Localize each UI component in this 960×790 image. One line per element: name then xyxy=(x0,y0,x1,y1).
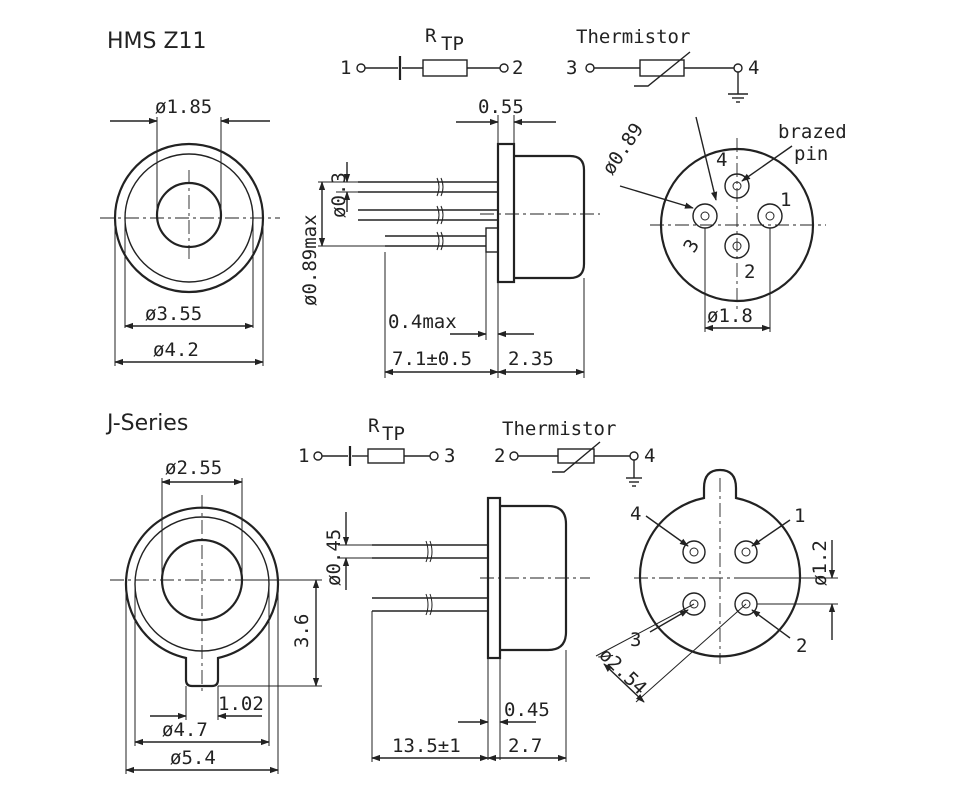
hms-side-view: ø0.3 ø0.89max 0.55 0.4max 7.1±0.5 2.35 xyxy=(299,96,600,378)
j-pin-4: 4 xyxy=(630,503,641,525)
hms-dim-pinspacing: ø1.8 xyxy=(707,305,753,327)
hms-thermistor-label: Thermistor xyxy=(576,26,690,48)
resistor-icon xyxy=(367,448,405,464)
j-pin-2: 2 xyxy=(796,635,807,657)
hms-front-view: ø1.85 ø3.55 ø4.2 xyxy=(100,96,280,366)
pin-icon xyxy=(757,203,783,229)
j-th-pin-a: 2 xyxy=(494,445,505,467)
hms-brazed-label: brazed xyxy=(778,121,847,143)
hms-title: HMS Z11 xyxy=(107,29,207,54)
resistor-icon xyxy=(422,59,468,77)
hms-dim-lead: ø0.3 xyxy=(328,172,350,218)
hms-pin-1: 1 xyxy=(780,189,791,211)
terminal-icon xyxy=(509,451,519,461)
hms-bottom-view: 4 1 2 3 brazed pin ø0.89 ø1.8 xyxy=(598,116,847,332)
j-thermistor-label: Thermistor xyxy=(502,418,616,440)
lead-wire xyxy=(372,540,488,616)
j-th-pin-b: 4 xyxy=(644,445,655,467)
j-pin-1: 1 xyxy=(794,505,805,527)
pin-icon xyxy=(734,540,758,564)
terminal-icon xyxy=(429,451,439,461)
j-rtp-pin-a: 1 xyxy=(298,445,309,467)
j-side-view: ø0.45 0.45 13.5±1 2.7 xyxy=(323,496,590,762)
ground-icon xyxy=(626,477,642,487)
j-front-view: ø2.55 3.6 1.02 ø4.7 ø5.4 xyxy=(110,457,322,774)
j-dim-lead: ø0.45 xyxy=(323,529,345,586)
hms-dim-flange: 0.55 xyxy=(478,96,524,118)
hms-pin-4: 4 xyxy=(716,149,727,171)
hms-rtp-sub: TP xyxy=(441,33,464,55)
terminal-icon xyxy=(733,63,743,73)
pin-icon xyxy=(682,540,706,564)
j-dim-inner: ø2.55 xyxy=(165,457,222,479)
hms-dim-pincircle: ø0.89 xyxy=(598,119,648,179)
j-dim-pincircle: ø2.54 xyxy=(595,644,651,700)
hms-dim-bodylength: 2.35 xyxy=(508,348,554,370)
lead-wire xyxy=(358,177,499,253)
j-thermistor-schematic: Thermistor 2 4 xyxy=(494,418,655,487)
hms-rtp-label: R xyxy=(425,25,437,47)
ground-icon xyxy=(728,93,748,103)
hms-dim-outer: ø4.2 xyxy=(153,339,199,361)
j-rtp-pin-b: 3 xyxy=(444,445,455,467)
j-dim-tabwidth: 1.02 xyxy=(218,693,264,715)
j-dim-outer: ø5.4 xyxy=(170,747,216,769)
hms-dim-inner: ø1.85 xyxy=(155,96,212,118)
j-dim-bodylength: 2.7 xyxy=(508,735,542,757)
j-dim-tabheight: 3.6 xyxy=(291,614,313,648)
j-dim-pinspacing: ø1.2 xyxy=(809,540,831,586)
hms-pin-label: pin xyxy=(794,143,828,165)
terminal-icon xyxy=(499,63,509,73)
hms-dim-leadspan: ø0.89max xyxy=(299,214,321,306)
j-rtp-schematic: 1 3 R TP xyxy=(298,415,455,467)
hms-pin-3: 3 xyxy=(679,236,704,257)
hms-dim-leadlength: 7.1±0.5 xyxy=(392,348,472,370)
j-pin-3: 3 xyxy=(630,629,641,651)
j-rtp-label: R xyxy=(368,415,380,437)
j-rtp-sub: TP xyxy=(382,423,405,445)
pin-icon xyxy=(724,173,750,199)
j-dim-flange: 0.45 xyxy=(504,699,550,721)
hms-rtp-pin-a: 1 xyxy=(340,57,351,79)
j-dim-window: ø4.7 xyxy=(162,719,208,741)
terminal-icon xyxy=(356,63,366,73)
hms-rtp-schematic: 1 2 R TP xyxy=(340,25,523,80)
hms-pin-2: 2 xyxy=(744,261,755,283)
hms-th-pin-b: 4 xyxy=(748,57,759,79)
hms-th-pin-a: 3 xyxy=(566,57,577,79)
j-bottom-view: 4 1 3 2 ø1.2 ø2.54 xyxy=(595,468,838,703)
terminal-icon xyxy=(313,451,323,461)
terminal-icon xyxy=(629,451,639,461)
j-title: J-Series xyxy=(105,411,188,436)
terminal-icon xyxy=(585,63,595,73)
hms-rtp-pin-b: 2 xyxy=(512,57,523,79)
j-dim-leadlength: 13.5±1 xyxy=(392,735,461,757)
hms-thermistor-schematic: Thermistor 3 4 xyxy=(566,26,759,103)
pin-icon xyxy=(692,203,718,229)
pin-icon xyxy=(682,592,706,616)
hms-dim-flangemax: 0.4max xyxy=(388,311,457,333)
pin-icon xyxy=(724,233,750,259)
hms-dim-window: ø3.55 xyxy=(145,303,202,325)
